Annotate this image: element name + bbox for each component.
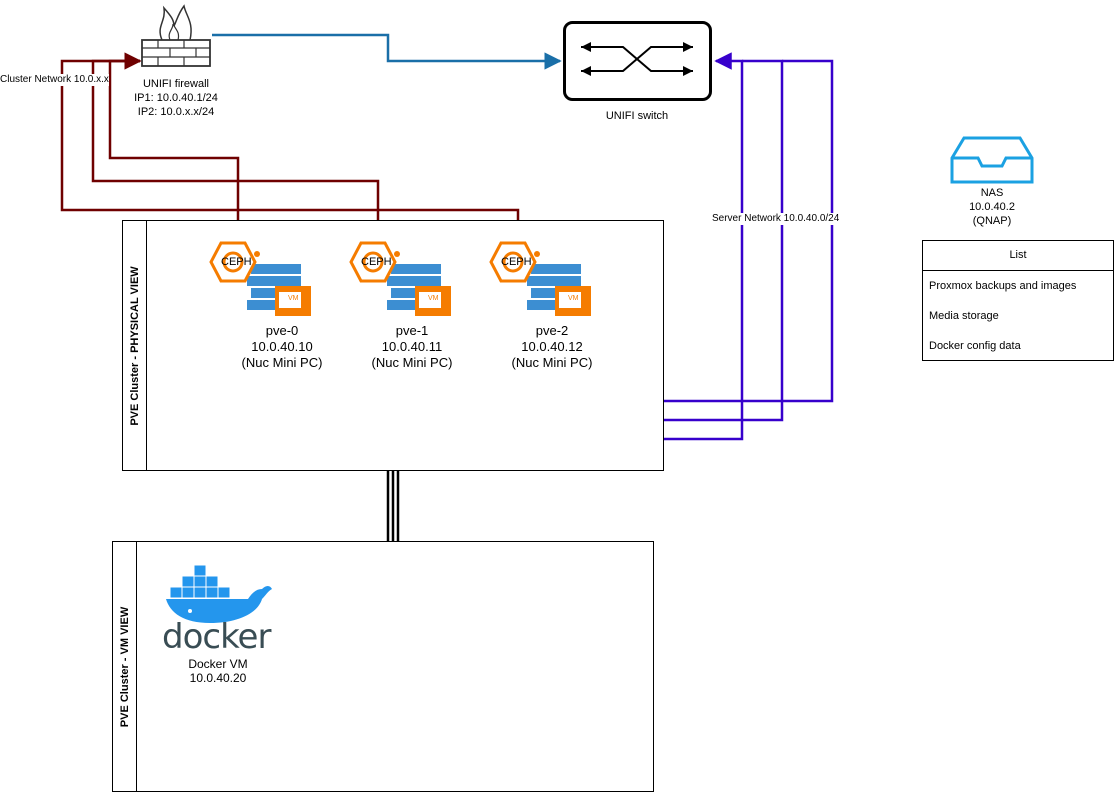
nas-labels: NAS 10.0.40.2 (QNAP) [932, 186, 1052, 228]
docker-labels: Docker VM 10.0.40.20 [158, 657, 278, 685]
vm-label: VM [568, 295, 579, 302]
firewall-ip2: IP2: 10.0.x.x/24 [137, 106, 215, 118]
ceph-label: CEPH [501, 256, 532, 268]
ceph-label: CEPH [221, 256, 252, 268]
node-ip: 10.0.40.11 [381, 339, 443, 354]
pool-link [386, 470, 400, 541]
vm-icon [275, 286, 311, 316]
vm-icon [555, 286, 591, 316]
nas-storage-list: List Proxmox backups and images Media st… [922, 240, 1114, 361]
switch-name: UNIFI switch [605, 110, 669, 122]
physical-view-header: PVE Cluster - PHYSICAL VIEW [123, 221, 147, 470]
node-ip: 10.0.40.10 [251, 339, 313, 354]
switch-icon[interactable] [563, 21, 712, 101]
ceph-icon [489, 241, 540, 283]
node-pve-2-labels: pve-2 10.0.40.12 (Nuc Mini PC) [492, 323, 612, 371]
server-network-label: Server Network 10.0.40.0/24 [712, 213, 840, 225]
docker-icon[interactable]: docker [162, 563, 274, 657]
vm-view-title: PVE Cluster - VM VIEW [118, 606, 131, 727]
node-name: pve-1 [395, 323, 429, 338]
list-item: Docker config data [929, 340, 1021, 352]
vm-label: VM [288, 295, 299, 302]
vm-icon [415, 286, 451, 316]
node-name: pve-2 [535, 323, 569, 338]
ceph-label: CEPH [361, 256, 392, 268]
docker-vm-name: Docker VM [188, 657, 248, 671]
firewall-labels: UNIFI firewall IP1: 10.0.40.1/24 IP2: 10… [116, 77, 236, 119]
list-title: List [923, 241, 1113, 271]
vm-view-header: PVE Cluster - VM VIEW [113, 542, 137, 791]
nas-name: NAS [980, 187, 1004, 199]
cluster-network-label: Cluster Network 10.0.x.x [0, 74, 109, 86]
ceph-icon [349, 241, 400, 283]
docker-logo-text: docker [162, 617, 271, 657]
node-pve-1-labels: pve-1 10.0.40.11 (Nuc Mini PC) [352, 323, 472, 371]
node-type: (Nuc Mini PC) [241, 355, 323, 370]
firewall-name: UNIFI firewall [142, 78, 209, 90]
node-pve-0-labels: pve-0 10.0.40.10 (Nuc Mini PC) [222, 323, 342, 371]
nas-icon[interactable] [950, 136, 1034, 184]
physical-view-title: PVE Cluster - PHYSICAL VIEW [128, 265, 141, 426]
node-type: (Nuc Mini PC) [511, 355, 593, 370]
uplink-firewall-switch [212, 33, 562, 70]
firewall-icon[interactable] [140, 2, 212, 68]
nas-vendor: (QNAP) [972, 215, 1012, 227]
docker-vm-ip: 10.0.40.20 [189, 671, 247, 685]
node-pve-2[interactable]: CEPH VM [489, 238, 619, 325]
node-name: pve-0 [265, 323, 299, 338]
node-type: (Nuc Mini PC) [371, 355, 453, 370]
node-pve-0[interactable]: CEPH VM [209, 238, 339, 325]
list-item: Media storage [929, 310, 999, 322]
nas-ip: 10.0.40.2 [969, 201, 1015, 213]
node-pve-1[interactable]: CEPH VM [349, 238, 479, 325]
firewall-ip1: IP1: 10.0.40.1/24 [134, 92, 218, 104]
vm-label: VM [428, 295, 439, 302]
ceph-icon [209, 241, 260, 283]
node-ip: 10.0.40.12 [521, 339, 583, 354]
list-item: Proxmox backups and images [929, 280, 1077, 292]
